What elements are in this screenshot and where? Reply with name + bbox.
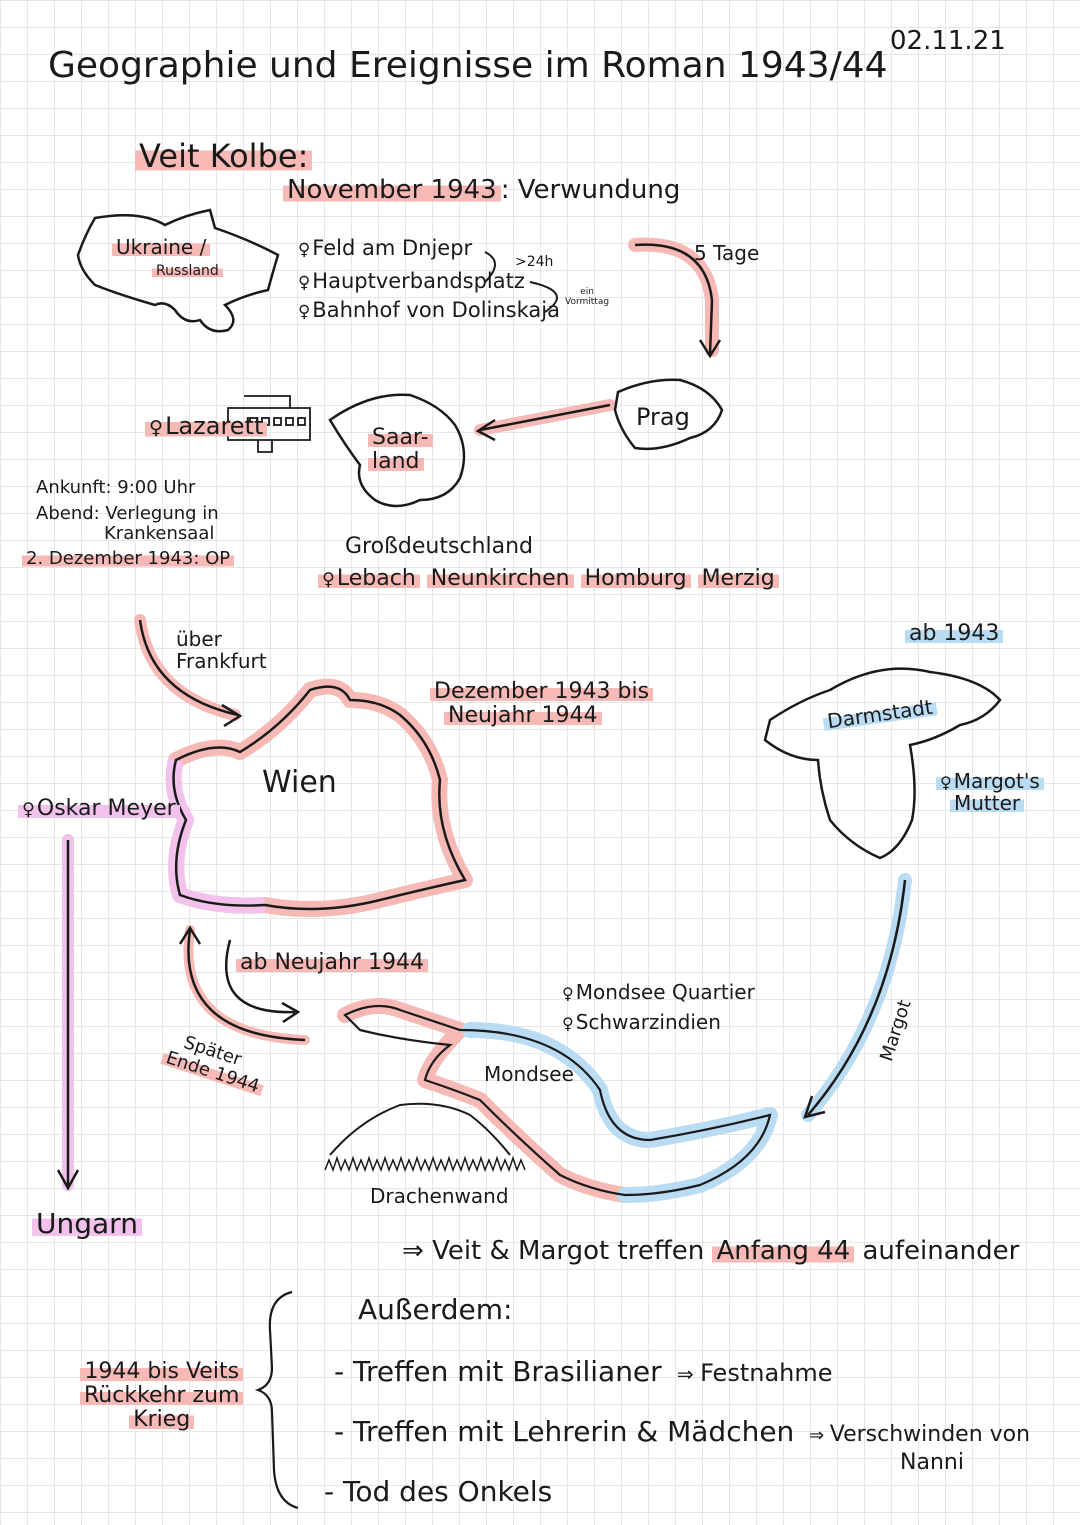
drachenwand-mountain [329,1102,511,1156]
place-neunkirchen: Neunkirchen [426,566,574,591]
injury-separator: : [500,175,510,205]
arrow-margot [803,879,907,1119]
mondsee-region-map [343,1004,772,1197]
arrow-ab-neujahr [225,939,301,1024]
nanni-label: Nanni [900,1450,964,1475]
ukraine-label-line1: Ukraine / [112,235,211,259]
page-title: Geographie und Ereignisse im Roman 1943/… [48,45,888,86]
margots-mutter-line2: Mutter [950,791,1025,815]
ukraine-label-line2: Russland [152,263,223,279]
frankfurt-line2: Frankfurt [176,649,267,673]
drachenwand-label: Drachenwand [370,1184,509,1208]
place-merzig: Merzig [697,566,779,591]
lazarett-label: Lazarett [145,412,268,440]
wien-period: Dezember 1943 bis Neujahr 1944 [430,679,654,729]
saarland-label: Saar- land [368,425,433,475]
wien-period-line2: Neujahr 1944 [444,703,602,729]
krankensaal: Krankensaal [104,522,215,544]
ungarn-text: Ungarn [32,1207,142,1240]
duration-vormittag: ein Vormittag [565,287,610,308]
place-lebach: Lebach [318,566,420,591]
meeting-arrow: ⇒ [402,1236,424,1266]
meeting-line: ⇒ Veit & Margot treffen Anfang 44 aufein… [402,1236,1020,1266]
wien-map [172,685,467,911]
ungarn-label: Ungarn [32,1207,142,1240]
bracket-label-line1: 1944 bis Veits [80,1359,244,1384]
injury-date: November 1943 [283,175,501,205]
ukraine-label: Ukraine / [112,235,211,259]
russland-label: Russland [152,263,223,279]
margots-mutter: Margot's Mutter [936,769,1044,815]
arrow-prag-saarland [475,403,611,442]
also-item-onkel: - Tod des Onkels [324,1475,553,1508]
grossdeutschland-label: Großdeutschland [345,534,533,559]
ab-neujahr-label: ab Neujahr 1944 [236,950,428,975]
grossdeutschland-places: Lebach Neunkirchen Homburg Merzig [318,566,779,591]
since-1943-text: ab 1943 [905,621,1004,646]
saarland-map [328,393,466,508]
curly-brace [254,1290,299,1510]
duration-vormittag-line1: ein [580,287,594,297]
bracket-label: 1944 bis Veits Rückkehr zum Krieg [80,1359,244,1433]
route-item-hauptverbandsplatz: Hauptverbandsplatz [298,271,525,292]
arrival-time: Ankunft: 9:00 Uhr [36,477,196,498]
prag-map [613,378,724,451]
arrow-spaeter [178,925,306,1042]
prag-label: Prag [636,403,690,431]
person-heading: Veit Kolbe: [135,137,313,175]
meeting-highlight: Anfang 44 [712,1236,855,1266]
also-item-lehrerin: - Treffen mit Lehrerin & Mädchen ⇒ Versc… [334,1415,1031,1448]
lehrerin-result-line1: Verschwinden von [829,1422,1031,1447]
arrow-highlight-later [183,925,310,1045]
ukraine-map [76,208,280,333]
ab-neujahr-text: ab Neujahr 1944 [236,950,428,975]
injury-event: Verwundung [517,175,681,205]
days-label: 5 Tage [694,241,760,265]
mondsee-lake-highlight-blue [462,1022,778,1203]
place-homburg: Homburg [580,566,691,591]
lazarett-text: Lazarett [145,412,268,440]
brasilianer-result: Festnahme [700,1359,833,1387]
also-heading: Außerdem: [358,1293,513,1326]
darmstadt-map [763,667,1002,860]
duration-vormittag-line2: Vormittag [565,296,610,307]
arrow-oskar-ungarn [56,840,80,1191]
bracket-label-line2: Rückkehr zum [80,1383,244,1409]
onkel-text: Tod des Onkels [343,1475,553,1508]
op-date: 2. Dezember 1943: OP [22,548,235,570]
lehrerin-text: Treffen mit Lehrerin & Mädchen [353,1415,795,1448]
evening-transfer: Abend: Verlegung in [36,502,219,524]
brasilianer-text: Treffen mit Brasilianer [353,1355,662,1388]
arrow-frankfurt [138,619,243,728]
oskar-meyer-label: Oskar Meyer [18,796,180,821]
frankfurt-line1: über [176,627,222,651]
date-label: 02.11.21 [890,26,1006,56]
oskar-meyer-text: Oskar Meyer [18,796,180,821]
saarland-line1: Saar- [368,425,433,450]
wien-label: Wien [262,765,337,800]
route-item-dolinskaja: Bahnhof von Dolinskaja [298,300,560,321]
meeting-text-start: Veit & Margot treffen [432,1236,705,1266]
injury-line: November 1943: Verwundung [283,175,681,205]
wien-period-line1: Dezember 1943 bis [430,679,654,704]
frankfurt-label: über Frankfurt [176,628,267,672]
margots-mutter-line1: Margot's [936,769,1044,793]
drachenwand-trees [324,1155,526,1173]
mondsee-quartier: Mondsee Quartier [562,982,755,1002]
also-item-brasilianer: - Treffen mit Brasilianer ⇒ Festnahme [334,1355,833,1388]
arrow-highlight-margot [801,873,912,1122]
meeting-text-end: aufeinander [862,1236,1020,1266]
mondsee-lake-label: Mondsee [484,1062,574,1086]
bracket-label-line3: Krieg [129,1407,195,1433]
duration-24h: >24h [515,254,554,270]
since-1943: ab 1943 [905,621,1004,646]
route-item-dnjepr: Feld am Dnjepr [298,238,472,259]
schwarzindien: Schwarzindien [562,1012,721,1032]
person-name: Veit Kolbe: [135,137,313,175]
arrival-notes: Ankunft: 9:00 Uhr Abend: Verlegung in Kr… [22,477,235,570]
wien-left-highlight [165,757,266,914]
arrow-5-tage [634,243,722,359]
saarland-line2: land [368,449,424,475]
